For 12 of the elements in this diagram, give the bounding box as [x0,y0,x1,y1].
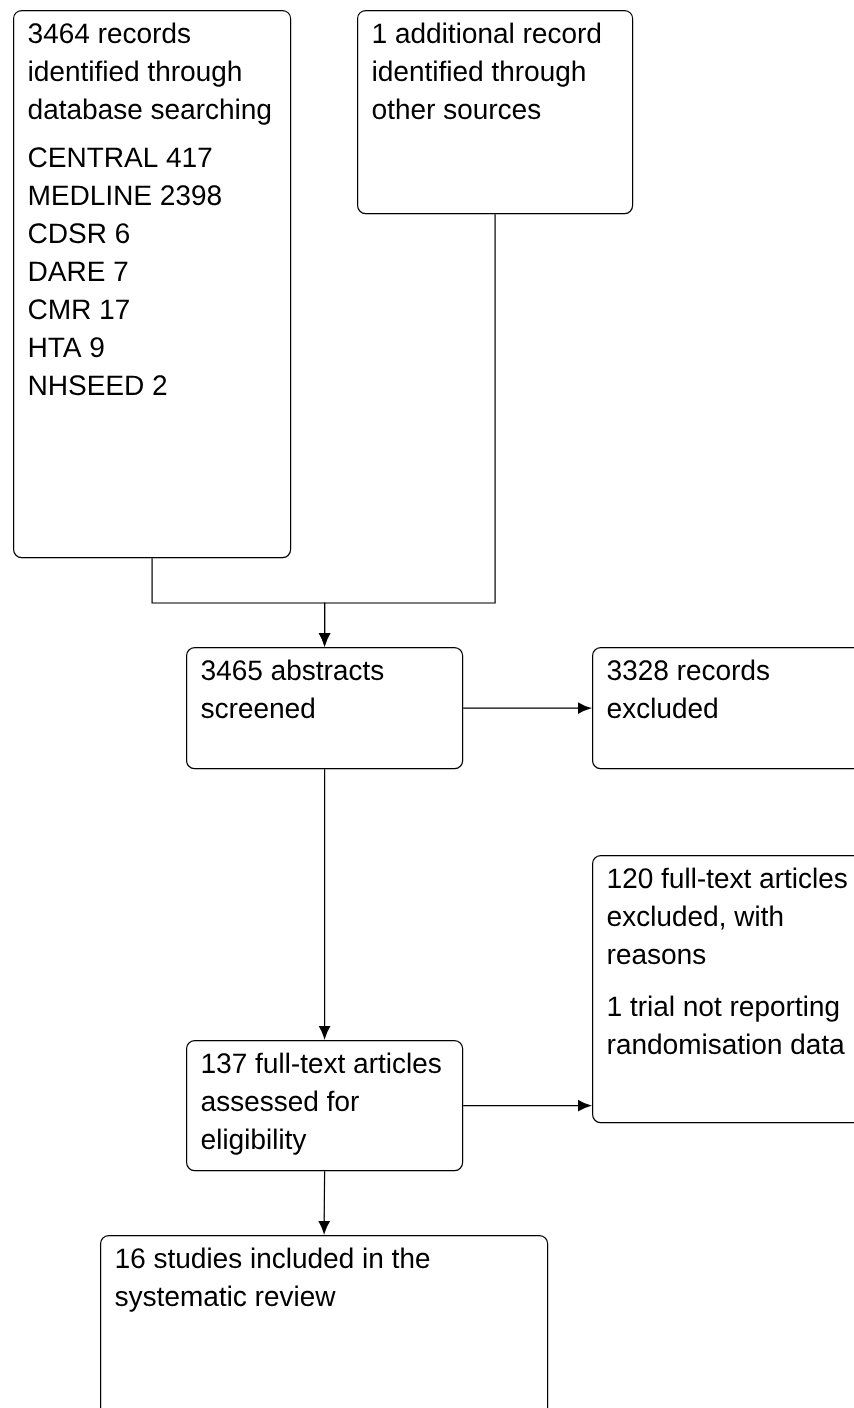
flow-box: 1 additional record identified through other sources [357,10,634,215]
flow-box: 16 studies included in the systematic review [100,1235,549,1408]
arrow [319,213,496,646]
arrow [319,768,331,1039]
flow-box: 120 full-text articles excluded, with reasons 1 trial not reporting randomisation data [592,855,854,1124]
arrow [462,1100,591,1112]
arrow [462,702,591,714]
flow-box: 3464 records identified through database searching CENTRAL 417 MEDLINE 2398 CDSR 6 DARE 7 CMR 17 HTA 9 NHSEED 2 [13,10,292,559]
flow-box: 3328 records excluded [592,647,854,770]
arrow [318,1170,330,1234]
flow-box: 137 full-text articles assessed for eligibility [186,1040,464,1172]
flow-box: 3465 abstracts screened [186,647,464,770]
